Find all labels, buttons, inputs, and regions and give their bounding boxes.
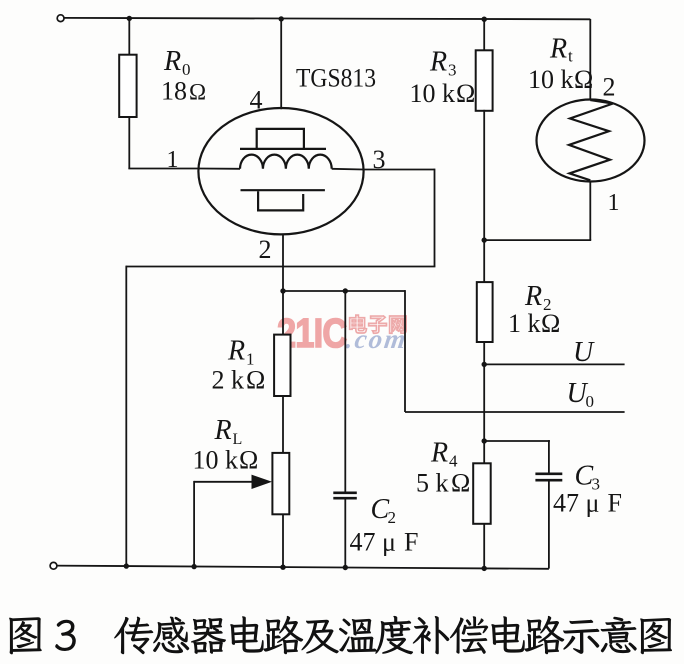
svg-text:10 k: 10 k: [410, 79, 456, 108]
svg-text:Ω: Ω: [541, 309, 560, 338]
svg-text:Ω: Ω: [451, 469, 470, 498]
svg-text:U: U: [573, 337, 595, 368]
svg-text:18: 18: [161, 77, 187, 106]
svg-text:47: 47: [553, 489, 579, 518]
svg-text:47: 47: [350, 528, 376, 557]
svg-text:t: t: [568, 47, 573, 66]
svg-text:1: 1: [167, 147, 179, 173]
svg-text:F: F: [608, 489, 622, 518]
svg-text:R: R: [524, 281, 542, 312]
svg-text:Ω: Ω: [189, 80, 206, 105]
svg-text:R: R: [549, 34, 567, 65]
svg-text:1 k: 1 k: [508, 309, 541, 338]
svg-text:R: R: [227, 336, 245, 367]
svg-text:10 k: 10 k: [528, 65, 574, 94]
svg-text:Ω: Ω: [574, 65, 593, 94]
svg-text:R: R: [214, 415, 232, 446]
svg-text:F: F: [404, 528, 418, 557]
svg-text:μ: μ: [382, 528, 396, 557]
svg-text:2: 2: [603, 73, 616, 102]
svg-text:Ω: Ω: [456, 79, 475, 108]
svg-text:TGS813: TGS813: [296, 64, 376, 93]
svg-text:Ω: Ω: [239, 446, 258, 475]
svg-text:2: 2: [259, 235, 272, 264]
svg-text:2 k: 2 k: [212, 366, 245, 395]
svg-text:.com: .com: [344, 324, 409, 354]
svg-text:0: 0: [586, 392, 595, 411]
svg-text:5 k: 5 k: [416, 469, 449, 498]
svg-text:3: 3: [448, 61, 457, 80]
svg-text:R: R: [163, 46, 181, 77]
svg-text:R: R: [429, 47, 447, 78]
svg-text:10 k: 10 k: [193, 446, 239, 475]
svg-text:1: 1: [608, 190, 620, 216]
svg-text:2: 2: [388, 508, 397, 527]
svg-text:R: R: [430, 438, 448, 469]
svg-text:μ: μ: [586, 489, 600, 518]
svg-text:Ω: Ω: [246, 366, 265, 395]
svg-text:4: 4: [250, 86, 263, 115]
svg-text:3: 3: [373, 145, 386, 174]
